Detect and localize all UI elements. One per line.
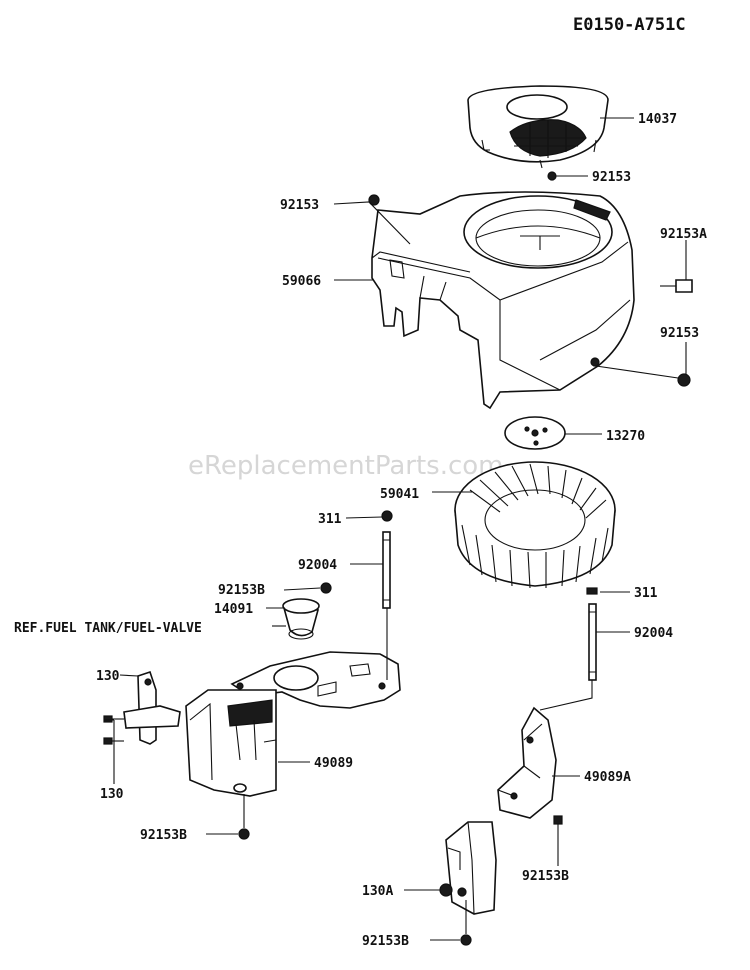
bolt-92153A <box>660 279 693 293</box>
baffle-49089 <box>185 689 277 797</box>
label-49089: 49089 <box>314 756 353 771</box>
stud-92004-upper <box>382 531 391 609</box>
bolt-92153B-lower-right <box>553 815 563 825</box>
label-ref-fuel-tank-valve: REF.FUEL TANK/FUEL-VALVE <box>14 621 202 636</box>
label-59066: 59066 <box>282 274 321 289</box>
blower-housing-59066 <box>371 191 635 410</box>
label-59041: 59041 <box>380 487 419 502</box>
bolt-130-upper <box>103 715 124 723</box>
label-130A: 130A <box>362 884 393 899</box>
label-92153-left: 92153 <box>280 198 319 213</box>
label-92153A: 92153A <box>660 227 707 242</box>
collar-14091 <box>282 598 320 640</box>
label-311-lower: 311 <box>634 586 658 601</box>
watermark: eReplacementParts.com <box>188 451 504 481</box>
label-92153-right: 92153 <box>660 326 699 341</box>
bolt-92153B-bottom <box>460 934 472 946</box>
label-130-lower: 130 <box>100 787 124 802</box>
screen-cover-14037 <box>467 85 609 169</box>
baffle-49089A <box>497 706 557 819</box>
label-92004-upper: 92004 <box>298 558 337 573</box>
bolt-92153B-lower-left <box>238 828 250 840</box>
air-guide-piece <box>445 821 497 915</box>
bolt-92153B-upper <box>320 582 332 594</box>
label-14091: 14091 <box>214 602 253 617</box>
label-92153B-lower-right: 92153B <box>522 869 569 884</box>
label-92153B-upper: 92153B <box>218 583 265 598</box>
bolt-92153-right <box>677 373 691 387</box>
nut-311-lower <box>586 587 598 595</box>
label-92153B-lower-left: 92153B <box>140 828 187 843</box>
screen-plate-13270 <box>504 416 566 450</box>
fuel-valve-bracket <box>123 670 181 745</box>
bolt-92153-left <box>368 194 380 206</box>
leader-lines <box>104 117 687 941</box>
label-49089A: 49089A <box>584 770 631 785</box>
stud-92004-lower <box>588 603 597 681</box>
baffle-plate-upper <box>230 651 401 709</box>
label-130-upper: 130 <box>96 669 120 684</box>
label-92153-top: 92153 <box>592 170 631 185</box>
diagram-code: E0150-A751C <box>573 15 686 35</box>
bolt-92153-top <box>547 171 557 181</box>
label-92153B-bottom: 92153B <box>362 934 409 949</box>
fan-59041 <box>454 461 616 589</box>
part-labels: 14037 92153 92153 92153A 59066 92153 132… <box>14 112 707 949</box>
label-311-upper: 311 <box>318 512 342 527</box>
label-13270: 13270 <box>606 429 645 444</box>
nut-311-upper <box>381 510 393 522</box>
label-92004-lower: 92004 <box>634 626 673 641</box>
label-14037: 14037 <box>638 112 677 127</box>
